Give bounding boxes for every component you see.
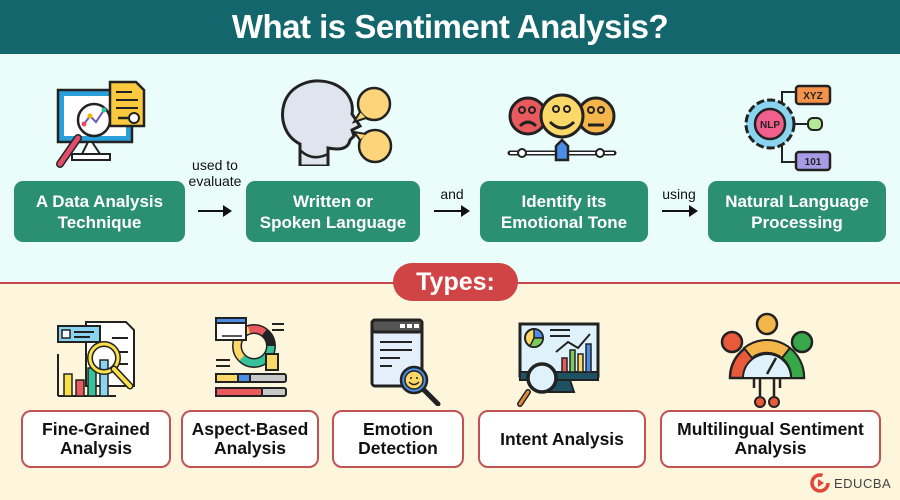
step-label: Identify its [521,191,607,211]
step-label: Spoken Language [259,212,407,232]
connector-label: and [440,186,464,202]
monitor-analytics-icon [517,322,600,407]
step-label: Technique [57,212,142,232]
type-label: Multilingual Sentiment [677,419,864,439]
step-label: Written or [293,191,373,211]
step-label: Natural Language [725,191,869,211]
data-analysis-gear-icon [56,80,146,168]
step-label: Emotional Tone [500,212,628,232]
type-label: Detection [358,438,438,458]
emotion-faces-slider-icon [507,93,617,162]
arrow-right-icon [662,205,698,217]
arrow-right-icon [434,205,470,217]
sentiment-gauge-icon [720,312,814,408]
connector-label: using [662,186,696,202]
type-label: Analysis [60,438,132,458]
type-label: Emotion [362,419,433,439]
nlp-gear-icon: NLP XYZ 101 [744,84,832,172]
definition-section [0,54,900,282]
arrow-right-icon [198,205,232,217]
svg-text:XYZ: XYZ [803,91,822,102]
svg-text:NLP: NLP [760,120,780,131]
connector-using: using [658,186,700,202]
connector-used-to-evaluate: used to evaluate [183,157,247,189]
browser-smiley-magnifier-icon [370,318,441,406]
brand-name: EDUCBA [834,475,892,491]
step-label: A Data Analysis [35,191,164,211]
type-label: Analysis [734,438,807,458]
connector-label: evaluate [188,173,242,189]
type-intent-analysis: Intent Analysis [478,410,646,468]
donut-chart-report-icon [215,317,287,397]
chart-magnifier-icon [57,321,135,397]
educba-logo-icon [810,473,830,493]
types-heading: Types: [393,263,518,301]
type-label: Intent Analysis [500,428,624,449]
connector-label: used to [192,157,238,173]
type-label: Fine-Grained [42,419,150,439]
speaking-head-icon [281,79,393,166]
page-title: What is Sentiment Analysis? [0,0,900,54]
svg-text:101: 101 [805,157,822,168]
educba-logo: EDUCBA [810,473,891,493]
type-label: Aspect-Based [191,419,309,439]
connector-and: and [434,186,470,202]
type-label: Analysis [214,438,286,458]
step-label: Processing [751,212,843,232]
